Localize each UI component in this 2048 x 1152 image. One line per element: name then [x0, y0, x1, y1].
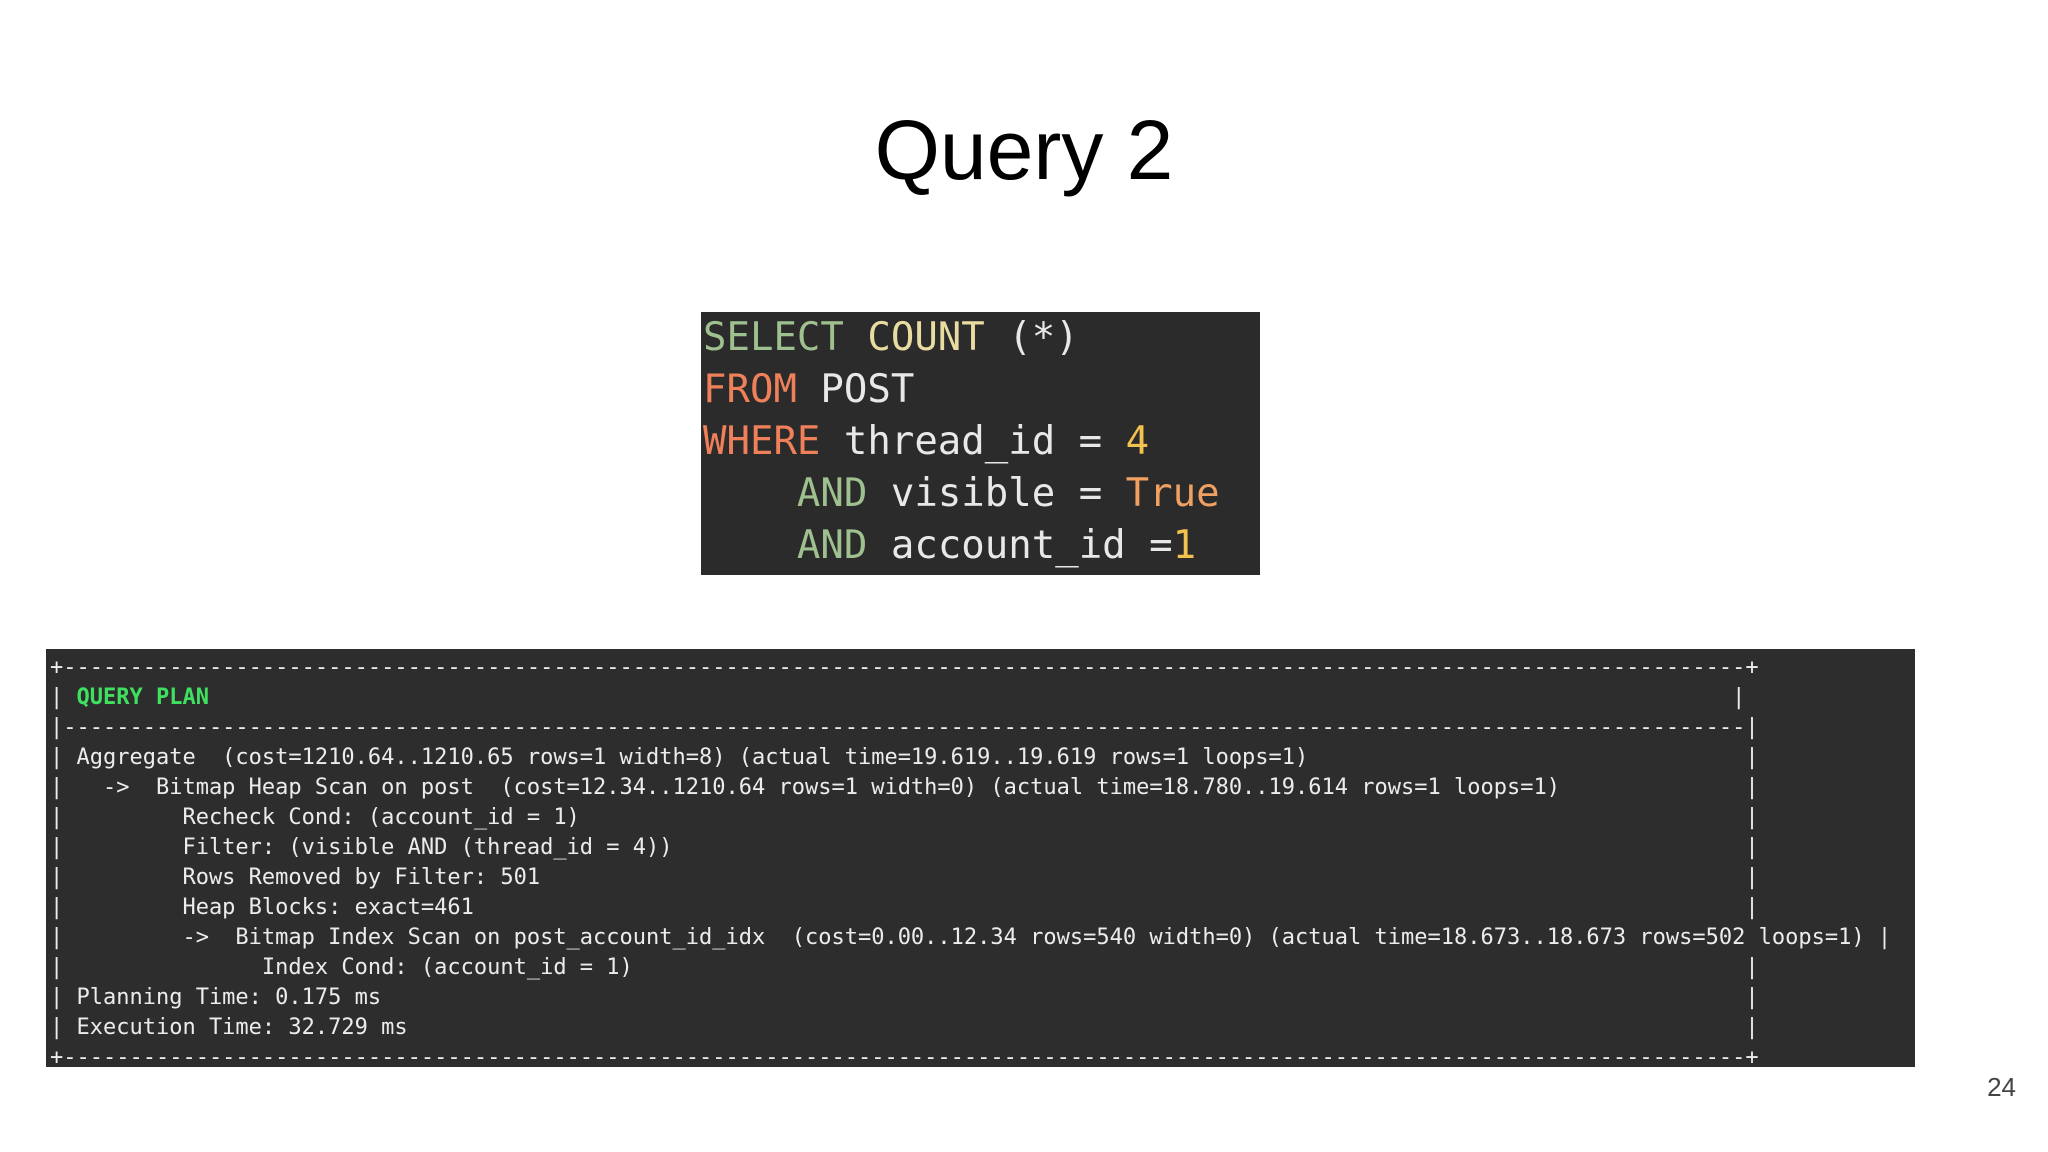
plan-row: | Planning Time: 0.175 ms | [50, 985, 1759, 1010]
sql-token: COUNT [843, 315, 985, 360]
sql-line: WHERE thread_id = 4 [703, 416, 1260, 468]
plan-border-bottom: +---------------------------------------… [50, 1045, 1759, 1067]
sql-token: 4 [1125, 419, 1150, 464]
sql-token: thread_id = [820, 419, 1126, 464]
plan-border-top: +---------------------------------------… [50, 655, 1759, 680]
plan-row: | Heap Blocks: exact=461 | [50, 895, 1759, 920]
plan-row: | Recheck Cond: (account_id = 1) | [50, 805, 1759, 830]
plan-row: | Index Cond: (account_id = 1) | [50, 955, 1759, 980]
plan-header: QUERY PLAN [76, 685, 209, 710]
plan-header-suffix: | [208, 685, 1746, 710]
sql-token: visible = [867, 471, 1126, 516]
plan-row: | Rows Removed by Filter: 501 | [50, 865, 1759, 890]
sql-token: True [1125, 471, 1220, 516]
sql-token: 1 [1172, 523, 1197, 568]
plan-row: | -> Bitmap Heap Scan on post (cost=12.3… [50, 775, 1759, 800]
sql-token: FROM [703, 367, 797, 412]
plan-header-prefix: | [50, 685, 77, 710]
plan-row: | Filter: (visible AND (thread_id = 4)) … [50, 835, 1759, 860]
sql-line: SELECT COUNT (*) [703, 312, 1260, 364]
plan-row: | Aggregate (cost=1210.64..1210.65 rows=… [50, 745, 1759, 770]
sql-token: AND [703, 523, 868, 568]
sql-line: AND account_id =1 [703, 520, 1260, 572]
sql-token: AND [703, 471, 868, 516]
sql-line: AND visible = True [703, 468, 1260, 520]
sql-token: SELECT [703, 315, 844, 360]
sql-token: POST [796, 367, 915, 412]
slide-title: Query 2 [874, 103, 1174, 197]
plan-rows: | Aggregate (cost=1210.64..1210.65 rows=… [50, 743, 1915, 1043]
page-number: 24 [1987, 1072, 2016, 1102]
sql-token: (*) [984, 315, 1079, 360]
plan-row: | Execution Time: 32.729 ms | [50, 1015, 1759, 1040]
plan-header-row: | QUERY PLAN | [50, 683, 1915, 713]
plan-divider: |---------------------------------------… [50, 715, 1759, 740]
sql-token: account_id = [867, 523, 1173, 568]
query-plan-output: +---------------------------------------… [46, 649, 1915, 1067]
plan-row: | -> Bitmap Index Scan on post_account_i… [50, 925, 1892, 950]
sql-token: WHERE [703, 419, 821, 464]
sql-line: FROM POST [703, 364, 1260, 416]
